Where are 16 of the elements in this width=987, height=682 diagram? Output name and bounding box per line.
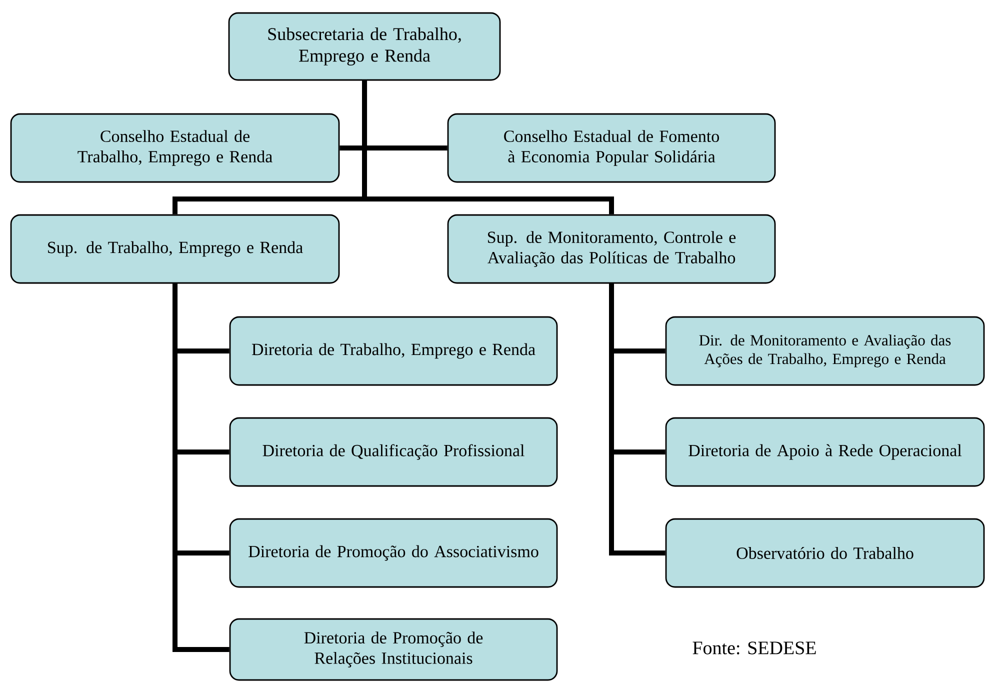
org-box: Diretoria de Trabalho, Emprego e Renda <box>229 316 558 386</box>
org-box: Diretoria de Promoção de Relações Institucionais <box>229 618 558 681</box>
org-box: Diretoria de Apoio à Rede Operacional <box>665 417 985 487</box>
org-box: Conselho Estadual de Fomento à Economia Popular Solidária <box>447 113 776 183</box>
org-box: Conselho Estadual de Trabalho, Emprego e Renda <box>10 113 340 183</box>
connector-line <box>609 284 666 556</box>
connector-line <box>362 80 614 214</box>
source-note: Fonte: SEDESE <box>692 642 816 654</box>
org-box: Observatório do Trabalho <box>665 518 985 588</box>
org-box: Subsecretaria de Trabalho, Emprego e Renda <box>228 12 501 81</box>
connector-line <box>172 284 230 652</box>
org-box: Diretoria de Promoção do Associativismo <box>229 518 558 588</box>
org-box: Sup. de Trabalho, Emprego e Renda <box>10 214 340 284</box>
org-box: Diretoria de Qualificação Profissional <box>229 417 558 487</box>
org-box: Dir. de Monitoramento e Avaliação das Ações de Trabalho, Emprego e Renda <box>665 316 985 386</box>
org-box: Sup. de Monitoramento, Controle e Avaliação das Políticas de Trabalho <box>447 214 776 284</box>
